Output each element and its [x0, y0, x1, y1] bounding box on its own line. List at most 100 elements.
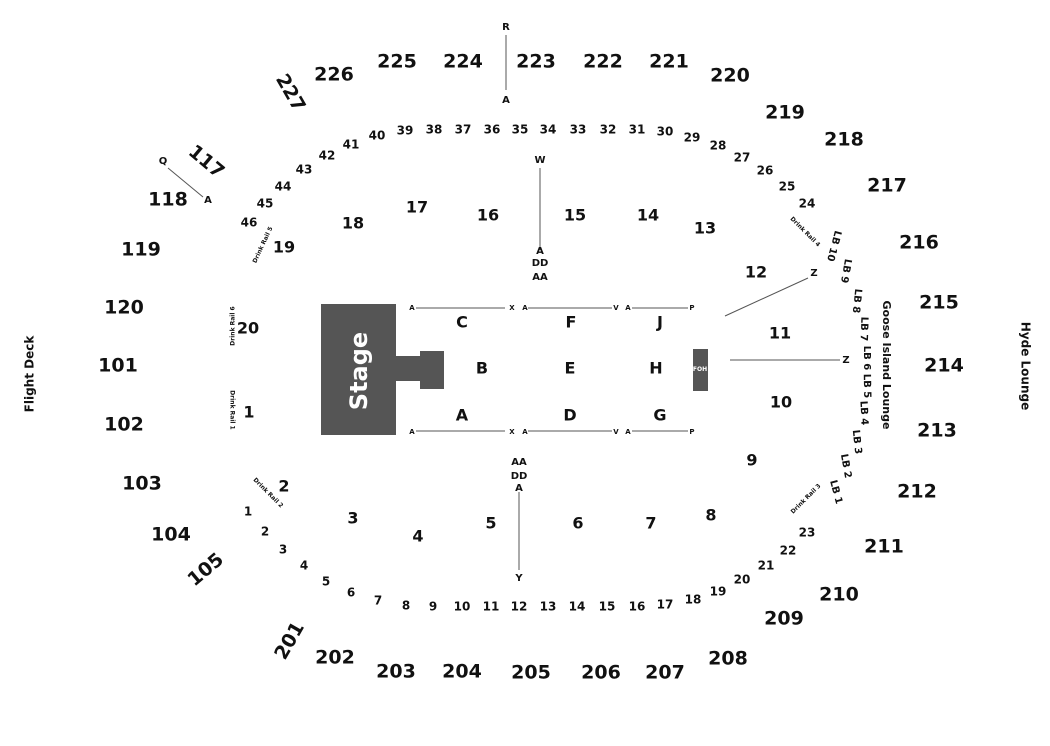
ring-38[interactable]: 38 — [426, 123, 443, 137]
ring-41[interactable]: 41 — [343, 138, 360, 152]
section-215[interactable]: 215 — [919, 292, 959, 314]
section-210[interactable]: 210 — [819, 584, 859, 606]
floor-8[interactable]: 8 — [705, 506, 716, 525]
ring-22[interactable]: 22 — [780, 544, 797, 558]
floor-14[interactable]: 14 — [637, 206, 659, 225]
ring-2[interactable]: 2 — [261, 525, 269, 539]
floor-10[interactable]: 10 — [770, 393, 792, 412]
lb-3[interactable]: LB 3 — [850, 429, 863, 454]
ring-7[interactable]: 7 — [374, 594, 382, 608]
ring-13[interactable]: 13 — [540, 600, 557, 614]
section-120[interactable]: 120 — [104, 297, 144, 319]
floor-9[interactable]: 9 — [746, 451, 757, 470]
lb-4[interactable]: LB 4 — [857, 401, 869, 426]
lb-5[interactable]: LB 5 — [861, 374, 872, 399]
ring-11[interactable]: 11 — [483, 600, 500, 614]
ring-30[interactable]: 30 — [657, 125, 674, 139]
ring-26[interactable]: 26 — [757, 164, 774, 178]
section-211[interactable]: 211 — [864, 536, 904, 558]
section-101[interactable]: 101 — [98, 355, 138, 377]
floor-17[interactable]: 17 — [406, 198, 428, 217]
floor-19[interactable]: 19 — [273, 238, 295, 257]
section-216[interactable]: 216 — [899, 232, 939, 254]
ring-25[interactable]: 25 — [779, 180, 796, 194]
ring-8[interactable]: 8 — [402, 599, 410, 613]
block-A[interactable]: A — [456, 406, 469, 425]
section-219[interactable]: 219 — [765, 102, 805, 124]
ring-5[interactable]: 5 — [322, 575, 330, 589]
section-206[interactable]: 206 — [581, 662, 621, 684]
section-227[interactable]: 227 — [271, 70, 310, 115]
ring-28[interactable]: 28 — [710, 139, 727, 153]
section-224[interactable]: 224 — [443, 51, 483, 73]
ring-24[interactable]: 24 — [799, 197, 816, 211]
ring-14[interactable]: 14 — [569, 600, 586, 614]
section-221[interactable]: 221 — [649, 51, 689, 73]
floor-1[interactable]: 1 — [243, 403, 254, 422]
ring-34[interactable]: 34 — [540, 123, 557, 137]
section-226[interactable]: 226 — [314, 64, 354, 86]
section-103[interactable]: 103 — [122, 473, 162, 495]
section-203[interactable]: 203 — [376, 661, 416, 683]
floor-3[interactable]: 3 — [347, 509, 358, 528]
lb-6[interactable]: LB 6 — [861, 346, 872, 370]
section-119[interactable]: 119 — [121, 239, 161, 261]
ring-45[interactable]: 45 — [257, 197, 274, 211]
block-H[interactable]: H — [649, 359, 662, 378]
ring-23[interactable]: 23 — [799, 526, 816, 540]
ring-21[interactable]: 21 — [758, 559, 775, 573]
ring-33[interactable]: 33 — [570, 123, 587, 137]
floor-7[interactable]: 7 — [645, 514, 656, 533]
ring-18[interactable]: 18 — [685, 593, 702, 607]
block-C[interactable]: C — [456, 313, 468, 332]
ring-39[interactable]: 39 — [397, 124, 414, 138]
ring-32[interactable]: 32 — [600, 123, 617, 137]
section-204[interactable]: 204 — [442, 661, 482, 683]
ring-36[interactable]: 36 — [484, 123, 501, 137]
floor-15[interactable]: 15 — [564, 206, 586, 225]
lb-8[interactable]: LB 8 — [850, 288, 863, 313]
floor-2[interactable]: 2 — [278, 477, 289, 496]
floor-16[interactable]: 16 — [477, 206, 499, 225]
ring-3[interactable]: 3 — [279, 543, 287, 557]
ring-37[interactable]: 37 — [455, 123, 472, 137]
lb-7[interactable]: LB 7 — [858, 317, 870, 342]
ring-35[interactable]: 35 — [512, 123, 529, 137]
ring-20[interactable]: 20 — [734, 573, 751, 587]
section-105[interactable]: 105 — [183, 548, 228, 590]
section-102[interactable]: 102 — [104, 414, 144, 436]
section-222[interactable]: 222 — [583, 51, 623, 73]
section-223[interactable]: 223 — [516, 51, 556, 73]
ring-46[interactable]: 46 — [241, 216, 258, 230]
ring-15[interactable]: 15 — [599, 600, 616, 614]
section-212[interactable]: 212 — [897, 481, 937, 503]
floor-6[interactable]: 6 — [572, 514, 583, 533]
section-220[interactable]: 220 — [710, 65, 750, 87]
ring-1[interactable]: 1 — [244, 505, 252, 519]
floor-13[interactable]: 13 — [694, 219, 716, 238]
section-225[interactable]: 225 — [377, 51, 417, 73]
ring-12[interactable]: 12 — [511, 600, 528, 614]
ring-31[interactable]: 31 — [629, 123, 646, 137]
lb-10[interactable]: LB 10 — [824, 229, 843, 262]
section-217[interactable]: 217 — [867, 175, 907, 197]
block-D[interactable]: D — [563, 406, 576, 425]
section-118[interactable]: 118 — [148, 189, 188, 211]
ring-44[interactable]: 44 — [275, 180, 292, 194]
ring-42[interactable]: 42 — [319, 149, 336, 163]
ring-10[interactable]: 10 — [454, 600, 471, 614]
section-209[interactable]: 209 — [764, 608, 804, 630]
floor-11[interactable]: 11 — [769, 324, 791, 343]
ring-40[interactable]: 40 — [369, 129, 386, 143]
floor-12[interactable]: 12 — [745, 263, 767, 282]
section-213[interactable]: 213 — [917, 420, 957, 442]
ring-43[interactable]: 43 — [296, 163, 313, 177]
ring-4[interactable]: 4 — [300, 559, 308, 573]
lb-2[interactable]: LB 2 — [838, 453, 853, 479]
floor-18[interactable]: 18 — [342, 214, 364, 233]
section-218[interactable]: 218 — [824, 129, 864, 151]
block-G[interactable]: G — [653, 406, 666, 425]
section-208[interactable]: 208 — [708, 648, 748, 670]
block-J[interactable]: J — [656, 313, 663, 332]
ring-9[interactable]: 9 — [429, 600, 437, 614]
